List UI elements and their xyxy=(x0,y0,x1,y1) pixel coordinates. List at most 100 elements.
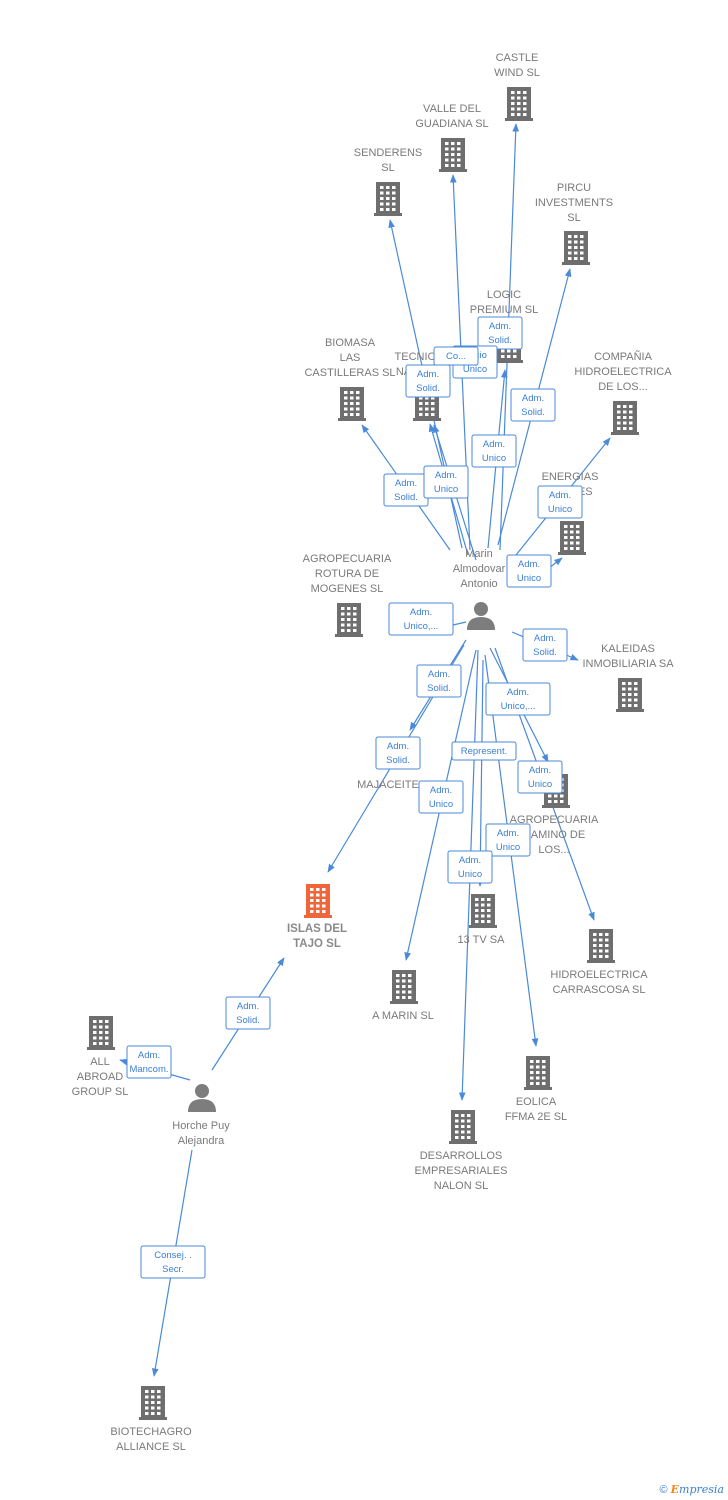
relation-badge-text: Adm. xyxy=(430,785,452,796)
relation-badge[interactable]: Adm.Unico,... xyxy=(388,602,454,636)
building-icon[interactable] xyxy=(616,678,644,712)
node-label: CASTLE xyxy=(496,52,539,64)
node-label: WIND SL xyxy=(494,67,540,79)
node-label: INMOBILIARIA SA xyxy=(582,658,674,670)
relation-badge-text: Adm. xyxy=(237,1001,259,1012)
node-label: COMPAÑIA xyxy=(594,350,653,363)
relation-badge-text: Solid. xyxy=(416,383,440,394)
brand-name: Empresia xyxy=(670,1483,724,1496)
node-label: TAJO SL xyxy=(293,938,341,950)
relation-badge-text: Solid. xyxy=(521,407,545,418)
relation-badge[interactable]: Adm.Unico xyxy=(471,434,517,468)
node-label: EMPRESARIALES xyxy=(415,1165,508,1177)
node-tv13[interactable]: 13 TV SA xyxy=(458,894,506,946)
node-label: Horche Puy xyxy=(172,1120,230,1132)
building-icon[interactable] xyxy=(439,138,467,172)
relation-badge-text: Unico xyxy=(458,869,482,880)
relation-badge[interactable]: Adm. Solid. xyxy=(225,996,271,1030)
building-icon[interactable] xyxy=(611,401,639,435)
building-icon[interactable] xyxy=(335,603,363,637)
node-label: ENERGIAS xyxy=(542,471,599,483)
node-label: FFMA 2E SL xyxy=(505,1111,567,1123)
relation-badge[interactable]: Adm.Unico,... xyxy=(485,682,551,716)
building-icon[interactable] xyxy=(139,1386,167,1420)
building-icon[interactable] xyxy=(558,521,586,555)
building-icon[interactable] xyxy=(587,929,615,963)
building-icon[interactable] xyxy=(374,182,402,216)
building-icon[interactable] xyxy=(449,1110,477,1144)
relation-badge[interactable]: Adm.Unico xyxy=(537,485,583,519)
building-icon[interactable] xyxy=(505,87,533,121)
node-label: ALL xyxy=(90,1056,110,1068)
node-castle[interactable]: CASTLE WIND SL xyxy=(494,52,540,121)
relation-badge[interactable]: Represent. xyxy=(451,741,517,761)
relation-badge-text: Solid. xyxy=(236,1015,260,1026)
relation-badge-text: Unico xyxy=(528,779,552,790)
building-icon[interactable] xyxy=(562,231,590,265)
node-label: LOGIC xyxy=(487,289,521,301)
node-majaceite[interactable]: MAJACEITE xyxy=(357,779,419,791)
person-icon[interactable] xyxy=(188,1084,216,1112)
building-icon[interactable] xyxy=(87,1016,115,1050)
relation-badge[interactable]: Adm.Unico xyxy=(506,554,552,588)
node-label: DESARROLLOS xyxy=(420,1150,503,1162)
node-label: Marin xyxy=(465,548,493,560)
relation-badge[interactable]: Adm.Solid. xyxy=(477,316,523,350)
relation-badge[interactable]: Adm.Solid. xyxy=(383,473,429,507)
building-icon[interactable] xyxy=(390,970,418,1004)
building-icon[interactable] xyxy=(469,894,497,928)
relation-badge-text: Solid. xyxy=(386,755,410,766)
relation-badge[interactable]: Adm.Solid. xyxy=(416,664,462,698)
footer-brand[interactable]: © Empresia xyxy=(659,1483,724,1496)
relation-badge-text: Solid. xyxy=(394,492,418,503)
relation-badge[interactable]: Adm.Solid. xyxy=(375,736,421,770)
relation-badge-text: Adm. xyxy=(138,1050,160,1061)
relation-badge-text: Unico xyxy=(429,799,453,810)
node-label: A MARIN SL xyxy=(372,1010,434,1022)
node-amarin[interactable]: A MARIN SL xyxy=(372,970,434,1022)
relation-badge[interactable]: Co... xyxy=(433,346,479,366)
relation-badge-text: Represent. xyxy=(461,746,507,757)
building-icon[interactable] xyxy=(338,387,366,421)
relation-badge[interactable]: Adm.Unico xyxy=(517,760,563,794)
relation-badge-text: Adm. xyxy=(459,855,481,866)
building-icon[interactable] xyxy=(524,1056,552,1090)
building-icon[interactable] xyxy=(304,884,332,918)
relation-badge[interactable]: Adm.Solid. xyxy=(510,388,556,422)
person-icon[interactable] xyxy=(467,602,495,630)
node-label: SENDERENS xyxy=(354,147,422,159)
relation-badge-text: Unico xyxy=(496,842,520,853)
node-label: 13 TV SA xyxy=(458,934,506,946)
relation-badge[interactable]: Adm.Unico xyxy=(485,823,531,857)
relation-badge[interactable]: Adm.Solid. xyxy=(522,628,568,662)
relation-badge[interactable]: Adm. Unico xyxy=(447,850,493,884)
relation-badge[interactable]: Adm.Unico xyxy=(423,465,469,499)
relation-badge[interactable]: Adm.Solid. xyxy=(405,364,451,398)
node-label: MOGENES SL xyxy=(311,583,384,595)
relation-badge-text: Adm. xyxy=(428,669,450,680)
relation-badge[interactable]: Adm. Unico xyxy=(418,780,464,814)
node-label: PIRCU xyxy=(557,182,591,194)
relation-badge[interactable]: Consej. .Secr. xyxy=(140,1245,206,1279)
relation-badge-text: Unico xyxy=(517,573,541,584)
node-label: VALLE DEL xyxy=(423,103,481,115)
node-label: CARRASCOSA SL xyxy=(553,984,646,996)
relation-badge[interactable]: Adm.Mancom. xyxy=(126,1045,172,1079)
